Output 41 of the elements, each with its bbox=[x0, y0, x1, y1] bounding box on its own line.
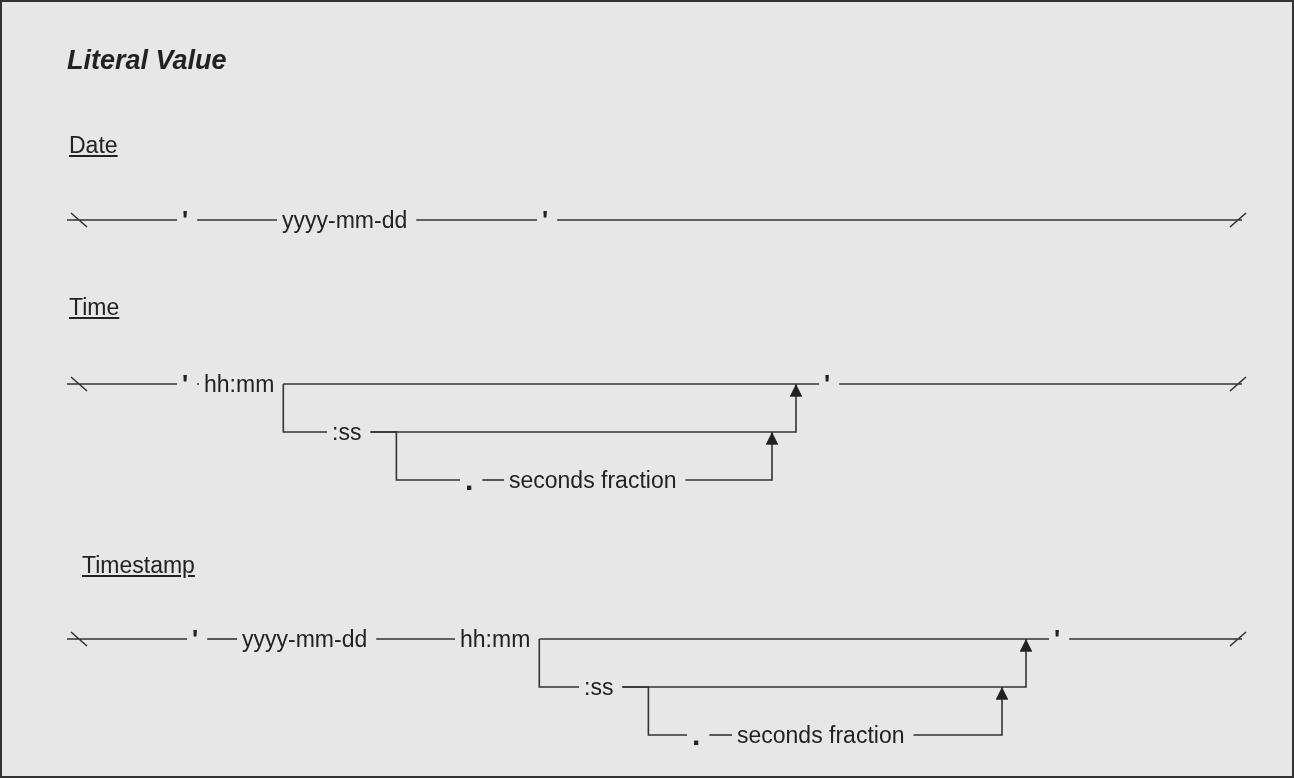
quote-symbol: ' bbox=[824, 371, 831, 397]
connector-line bbox=[415, 219, 538, 221]
period-symbol: . bbox=[692, 725, 701, 745]
connector-line bbox=[375, 638, 456, 640]
connector-line bbox=[196, 383, 200, 385]
arrow bbox=[684, 431, 779, 481]
section-heading: Timestamp bbox=[82, 552, 195, 578]
quote-symbol: ' bbox=[182, 371, 189, 397]
connector-line bbox=[282, 383, 328, 433]
connector-line bbox=[838, 376, 1247, 392]
section-heading: Date bbox=[69, 132, 118, 158]
connector-line bbox=[196, 219, 278, 221]
connector-line bbox=[1068, 631, 1247, 647]
syntax-token: hh:mm bbox=[460, 626, 531, 652]
connector-line bbox=[369, 431, 461, 481]
connector-line bbox=[538, 638, 1050, 640]
syntax-token: seconds fraction bbox=[737, 722, 905, 748]
syntax-token: yyyy-mm-dd bbox=[282, 207, 408, 233]
quote-symbol: ' bbox=[182, 207, 189, 233]
section-heading: Time bbox=[69, 294, 120, 320]
connector-line bbox=[206, 638, 238, 640]
connector-line bbox=[66, 376, 178, 392]
syntax-token: seconds fraction bbox=[509, 467, 677, 493]
connector-line bbox=[556, 212, 1247, 228]
quote-symbol: ' bbox=[542, 207, 549, 233]
connector-line bbox=[621, 686, 688, 736]
connector-line bbox=[708, 734, 733, 736]
connector-line bbox=[481, 479, 505, 481]
quote-symbol: ' bbox=[192, 626, 199, 652]
connector-line bbox=[66, 212, 178, 228]
period-symbol: . bbox=[465, 470, 474, 490]
connector-line bbox=[282, 383, 820, 385]
quote-symbol: ' bbox=[1054, 626, 1061, 652]
syntax-token: hh:mm bbox=[204, 371, 275, 397]
syntax-token: :ss bbox=[332, 419, 362, 445]
diagram-title: Literal Value bbox=[67, 44, 227, 76]
syntax-token: :ss bbox=[584, 674, 614, 700]
syntax-token: yyyy-mm-dd bbox=[242, 626, 368, 652]
arrow bbox=[912, 686, 1009, 736]
connector-line bbox=[66, 631, 188, 647]
connector-line bbox=[538, 638, 580, 688]
